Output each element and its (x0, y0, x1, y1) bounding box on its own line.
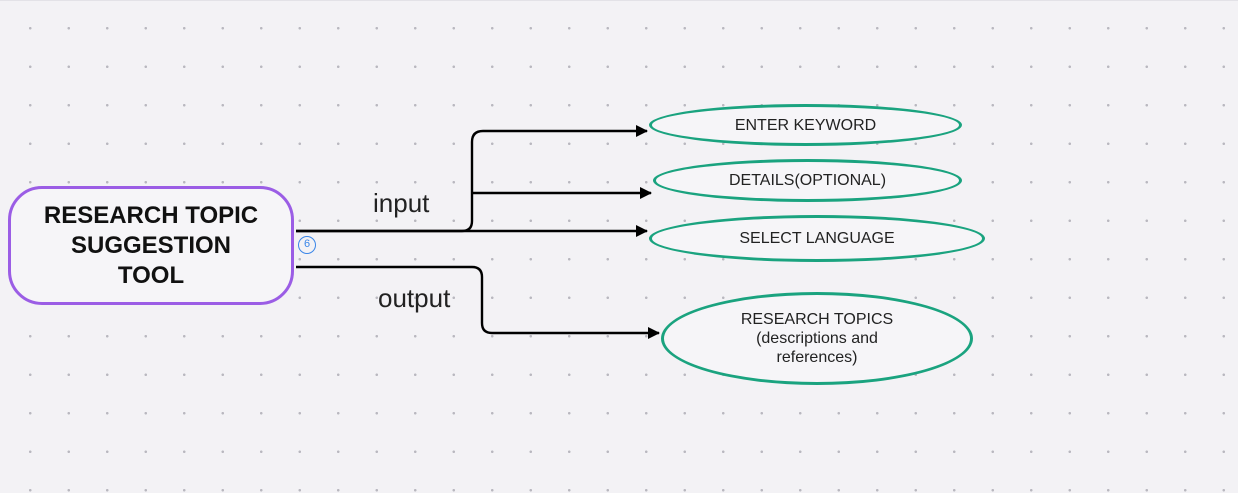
node-details-optional-label: DETAILS(OPTIONAL) (728, 172, 887, 189)
node-select-language-label: SELECT LANGUAGE (739, 230, 895, 247)
main-node-title: RESEARCH TOPIC SUGGESTION TOOL (36, 201, 266, 291)
node-enter-keyword[interactable]: ENTER KEYWORD (649, 104, 962, 146)
connector-enter-keyword[interactable] (296, 125, 648, 233)
edge-label-input: input (373, 188, 430, 218)
main-node-line-2: SUGGESTION (70, 231, 232, 259)
node-research-topics[interactable]: RESEARCH TOPICS (descriptions and refere… (661, 292, 973, 385)
node-research-topics-line-1: RESEARCH TOPICS (740, 311, 894, 328)
node-details-optional[interactable]: DETAILS(OPTIONAL) (653, 159, 962, 202)
node-research-topics-line-2: (descriptions and (756, 330, 878, 347)
node-research-topics-line-3: references) (776, 349, 858, 366)
node-enter-keyword-label: ENTER KEYWORD (734, 116, 877, 134)
main-node-line-3: TOOL (117, 261, 185, 289)
node-research-topics-text: RESEARCH TOPICS (descriptions and refere… (741, 310, 893, 367)
connector-research-topics[interactable] (296, 265, 660, 339)
node-select-language[interactable]: SELECT LANGUAGE (649, 215, 985, 262)
main-node-line-1: RESEARCH TOPIC (43, 201, 259, 229)
connection-count-badge[interactable]: 6 (298, 236, 316, 254)
edge-label-output: output (378, 283, 451, 313)
main-node-research-topic-tool[interactable]: RESEARCH TOPIC SUGGESTION TOOL (8, 186, 294, 305)
